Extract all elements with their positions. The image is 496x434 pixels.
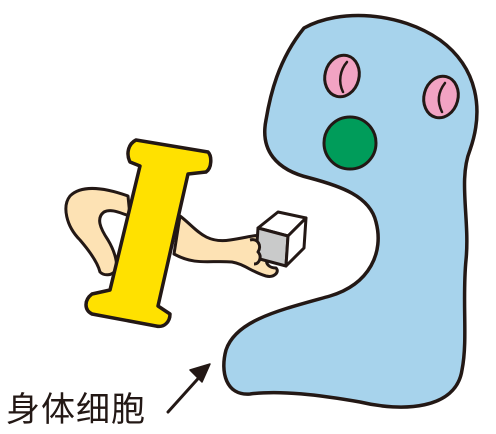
- right-arm: [172, 214, 279, 278]
- glucose-cube-side: [284, 216, 308, 268]
- organelle-right-mark: [437, 81, 447, 114]
- organelle-left-mark: [338, 60, 349, 94]
- insulin-key-icon: [84, 138, 213, 329]
- right-hand-fingers: [249, 238, 262, 266]
- organelle-right-icon: [422, 74, 460, 120]
- left-arm: [64, 187, 132, 277]
- body-cell-shape: [222, 13, 479, 409]
- organelle-left-icon: [323, 53, 361, 99]
- pointer-arrow-icon: [166, 363, 211, 414]
- body-cell-label: 身体细胞: [6, 390, 146, 430]
- nucleus-icon: [322, 115, 378, 171]
- glucose-cube-icon: [254, 210, 308, 268]
